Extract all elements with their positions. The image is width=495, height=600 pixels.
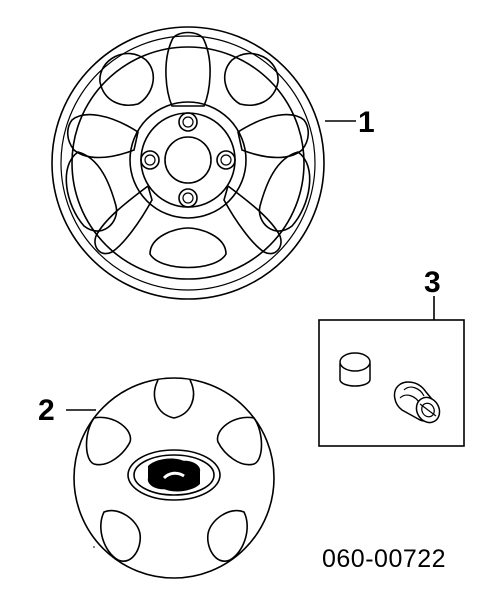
cover-slot	[153, 379, 195, 419]
fitting-slot	[419, 403, 437, 417]
wheel-window	[149, 227, 227, 269]
valve-fitting	[393, 381, 441, 424]
fitting-bore	[421, 402, 435, 418]
fitting-thread	[403, 386, 425, 397]
wheel-hub-outer	[129, 101, 247, 219]
callout-3: 3	[424, 266, 441, 299]
wheel-spokes	[66, 31, 310, 255]
valve-cap	[339, 352, 371, 387]
wheel-spoke-right	[237, 113, 310, 159]
wheel-spoke-left	[66, 113, 139, 159]
cover-slot	[100, 509, 142, 562]
wheel-window	[258, 151, 311, 232]
wheel-cover-drawing	[66, 377, 275, 579]
wheel-window	[65, 151, 118, 232]
lug-hole-inner	[144, 154, 156, 166]
cap-top	[339, 352, 371, 372]
cover-slot	[206, 509, 248, 562]
emblem-h-right	[162, 460, 201, 492]
callout-1: 1	[358, 106, 375, 139]
stray-dot	[93, 546, 95, 548]
wheel-drawing	[51, 26, 356, 300]
lug-hole	[216, 150, 236, 170]
wheel-window	[99, 52, 155, 106]
lug-hole-inner	[182, 192, 194, 204]
cover-slot	[85, 416, 132, 466]
part-number: 060-00722	[322, 545, 446, 573]
lug-hole	[140, 150, 160, 170]
hyundai-emblem	[127, 449, 221, 501]
wheel-inner-rim	[71, 46, 305, 280]
wheel-spoke-top	[165, 31, 211, 107]
lug-hole-inner	[182, 116, 194, 128]
wheel-center-bore	[164, 136, 212, 184]
callout-2: 2	[38, 394, 55, 427]
cover-slot	[216, 416, 263, 466]
kit-frame	[318, 319, 465, 447]
wheel-lug-holes	[140, 112, 236, 208]
kit-drawing	[318, 296, 465, 447]
wheel-spoke-lower-right	[223, 184, 282, 255]
emblem-inner-ring	[133, 454, 215, 496]
wheel-spoke-lower-left	[94, 184, 153, 255]
emblem-h-crossbar	[162, 471, 185, 480]
lug-hole	[178, 188, 198, 208]
wheel-windows	[65, 52, 311, 269]
wheel-outer-rim	[51, 26, 325, 300]
cover-outline	[73, 377, 275, 579]
lug-hole-inner	[220, 154, 232, 166]
wheel-rim-lip	[60, 35, 316, 291]
lug-hole	[178, 112, 198, 132]
wheel-window	[223, 52, 279, 106]
emblem-outer-ring	[127, 449, 221, 501]
